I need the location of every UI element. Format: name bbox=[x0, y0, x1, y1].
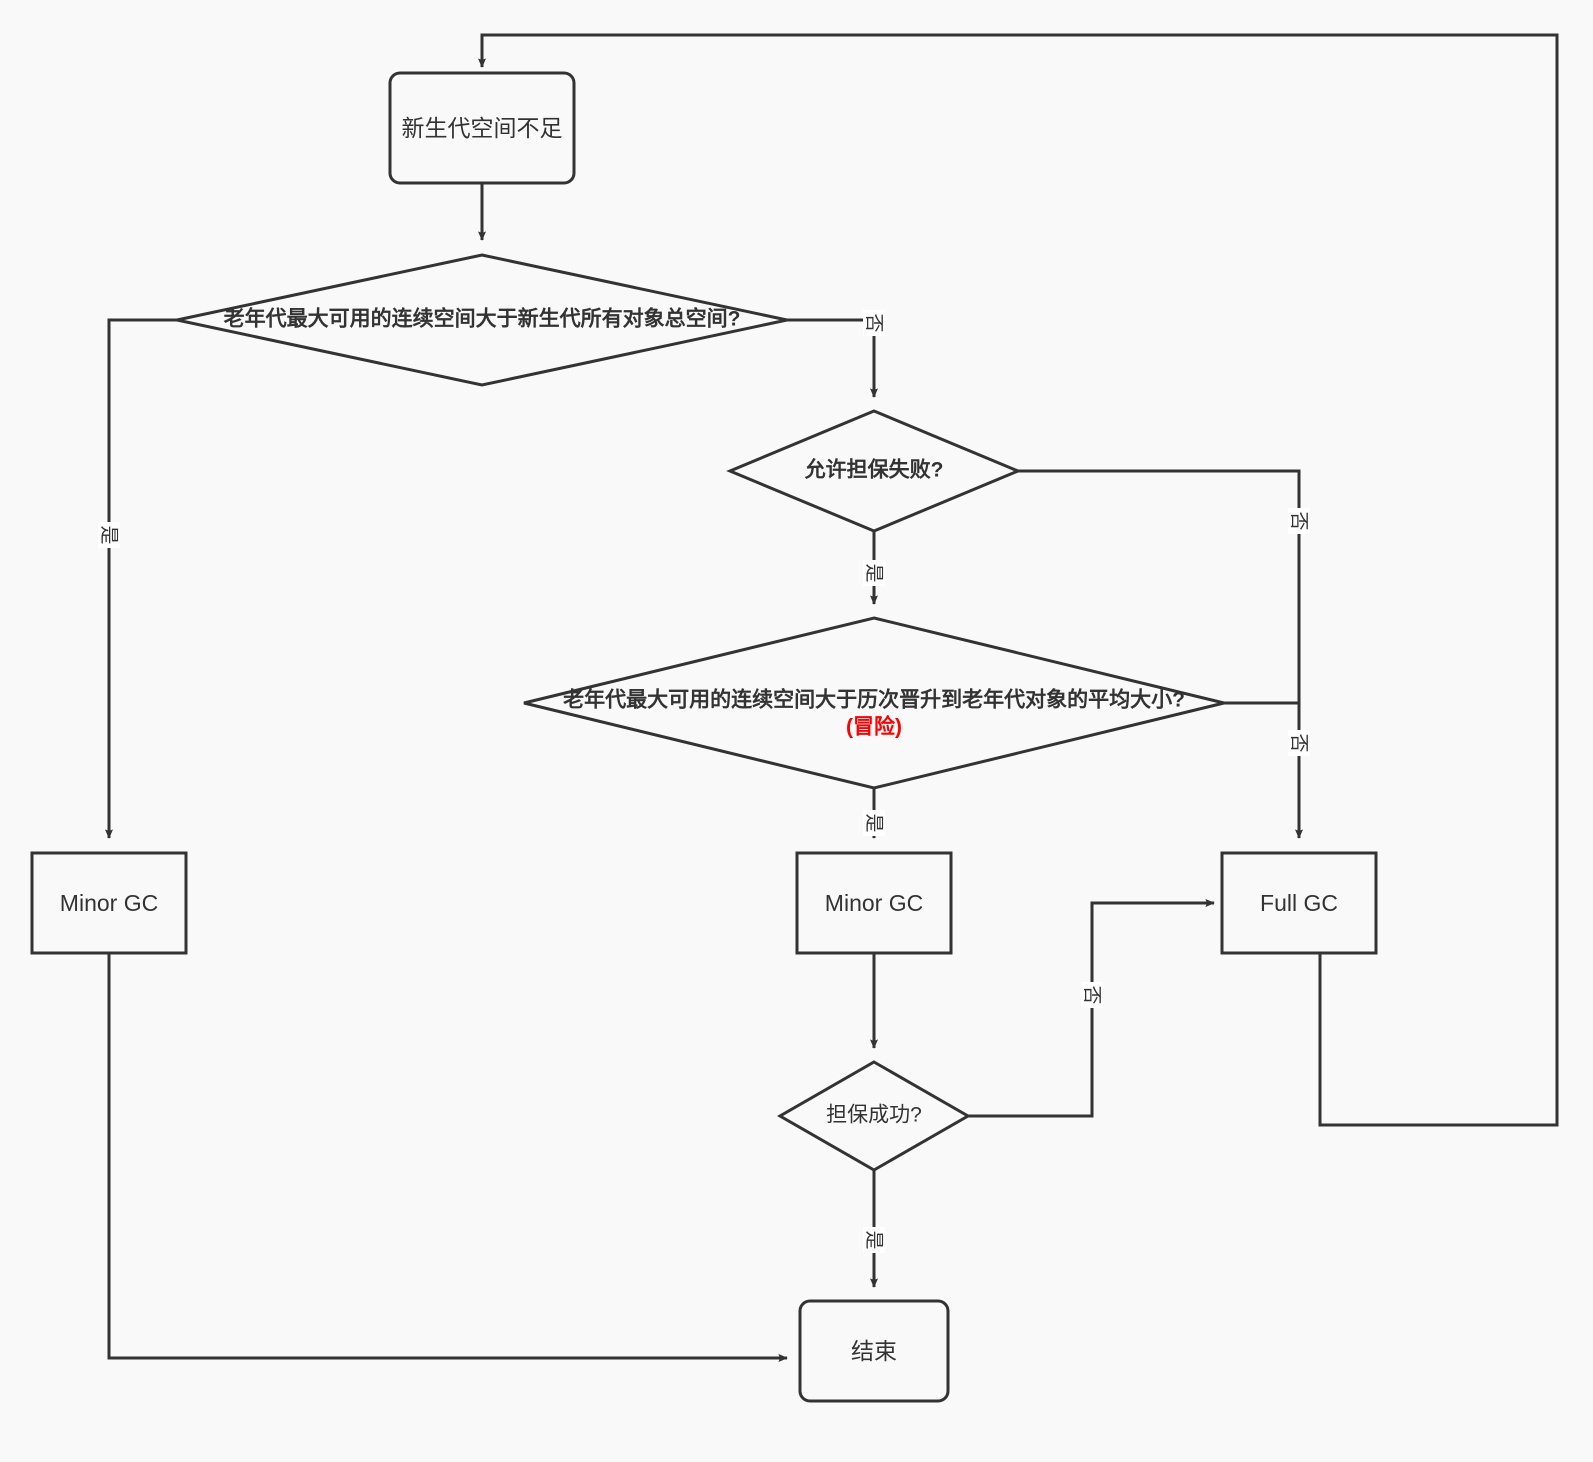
edge-label-text: 否 bbox=[1288, 733, 1309, 752]
edge-label-decision2-yes: 是 bbox=[863, 560, 885, 586]
edge-label-decision2-no: 否 bbox=[1288, 508, 1310, 534]
edge-fullgc-to-start bbox=[478, 33, 1559, 1127]
node-minorgc-mid-label: Minor GC bbox=[825, 890, 923, 916]
edge-label-text: 是 bbox=[863, 1230, 884, 1249]
node-minorgc-left-label: Minor GC bbox=[60, 890, 158, 916]
node-fullgc-label: Full GC bbox=[1260, 890, 1338, 916]
edge-decision4-no-to-fullgc bbox=[968, 899, 1215, 1118]
node-start[interactable]: 新生代空间不足 bbox=[388, 71, 576, 185]
edge-label-text: 否 bbox=[1288, 511, 1309, 530]
edge-decision1-no-to-decision2 bbox=[787, 318, 878, 398]
edge-label-text: 是 bbox=[863, 563, 884, 582]
edge-label-text: 否 bbox=[1081, 985, 1102, 1004]
node-decision3-label: 老年代最大可用的连续空间大于历次晋升到老年代对象的平均大小? bbox=[563, 688, 1185, 712]
node-minorgc-mid[interactable]: Minor GC bbox=[795, 851, 953, 955]
node-decision1[interactable]: 老年代最大可用的连续空间大于新生代所有对象总空间? bbox=[176, 253, 788, 387]
node-decision2-label: 允许担保失败? bbox=[804, 458, 944, 482]
node-decision4[interactable]: 担保成功? bbox=[776, 1060, 972, 1172]
edge-label-text: 是 bbox=[863, 813, 884, 832]
node-fullgc[interactable]: Full GC bbox=[1220, 851, 1378, 955]
edge-label-decision4-yes: 是 bbox=[863, 1227, 885, 1253]
node-start-label: 新生代空间不足 bbox=[402, 115, 563, 141]
edge-label-text: 是 bbox=[98, 525, 119, 544]
edge-decision2-no-to-fullgc bbox=[1018, 469, 1303, 839]
node-decision4-label: 担保成功? bbox=[826, 1104, 922, 1127]
edge-decision1-yes-to-minorgc-left bbox=[105, 318, 177, 839]
edge-minorgc-left-to-end bbox=[107, 953, 788, 1362]
node-decision1-label: 老年代最大可用的连续空间大于新生代所有对象总空间? bbox=[224, 307, 741, 331]
edge-label-decision1-no: 否 bbox=[863, 310, 885, 336]
edge-label-text: 否 bbox=[863, 313, 884, 332]
node-decision3-risk-label: (冒险) bbox=[846, 715, 902, 739]
node-end[interactable]: 结束 bbox=[798, 1299, 950, 1403]
edge-label-decision1-yes: 是 bbox=[98, 522, 120, 548]
node-minorgc-left[interactable]: Minor GC bbox=[30, 851, 188, 955]
node-decision2[interactable]: 允许担保失败? bbox=[726, 409, 1022, 533]
edge-label-decision4-no: 否 bbox=[1081, 982, 1103, 1008]
node-decision3[interactable]: 老年代最大可用的连续空间大于历次晋升到老年代对象的平均大小? (冒险) bbox=[523, 616, 1225, 790]
node-end-label: 结束 bbox=[851, 1338, 897, 1364]
edge-label-decision3-yes: 是 bbox=[863, 810, 885, 836]
edge-label-decision3-no: 否 bbox=[1288, 730, 1310, 756]
